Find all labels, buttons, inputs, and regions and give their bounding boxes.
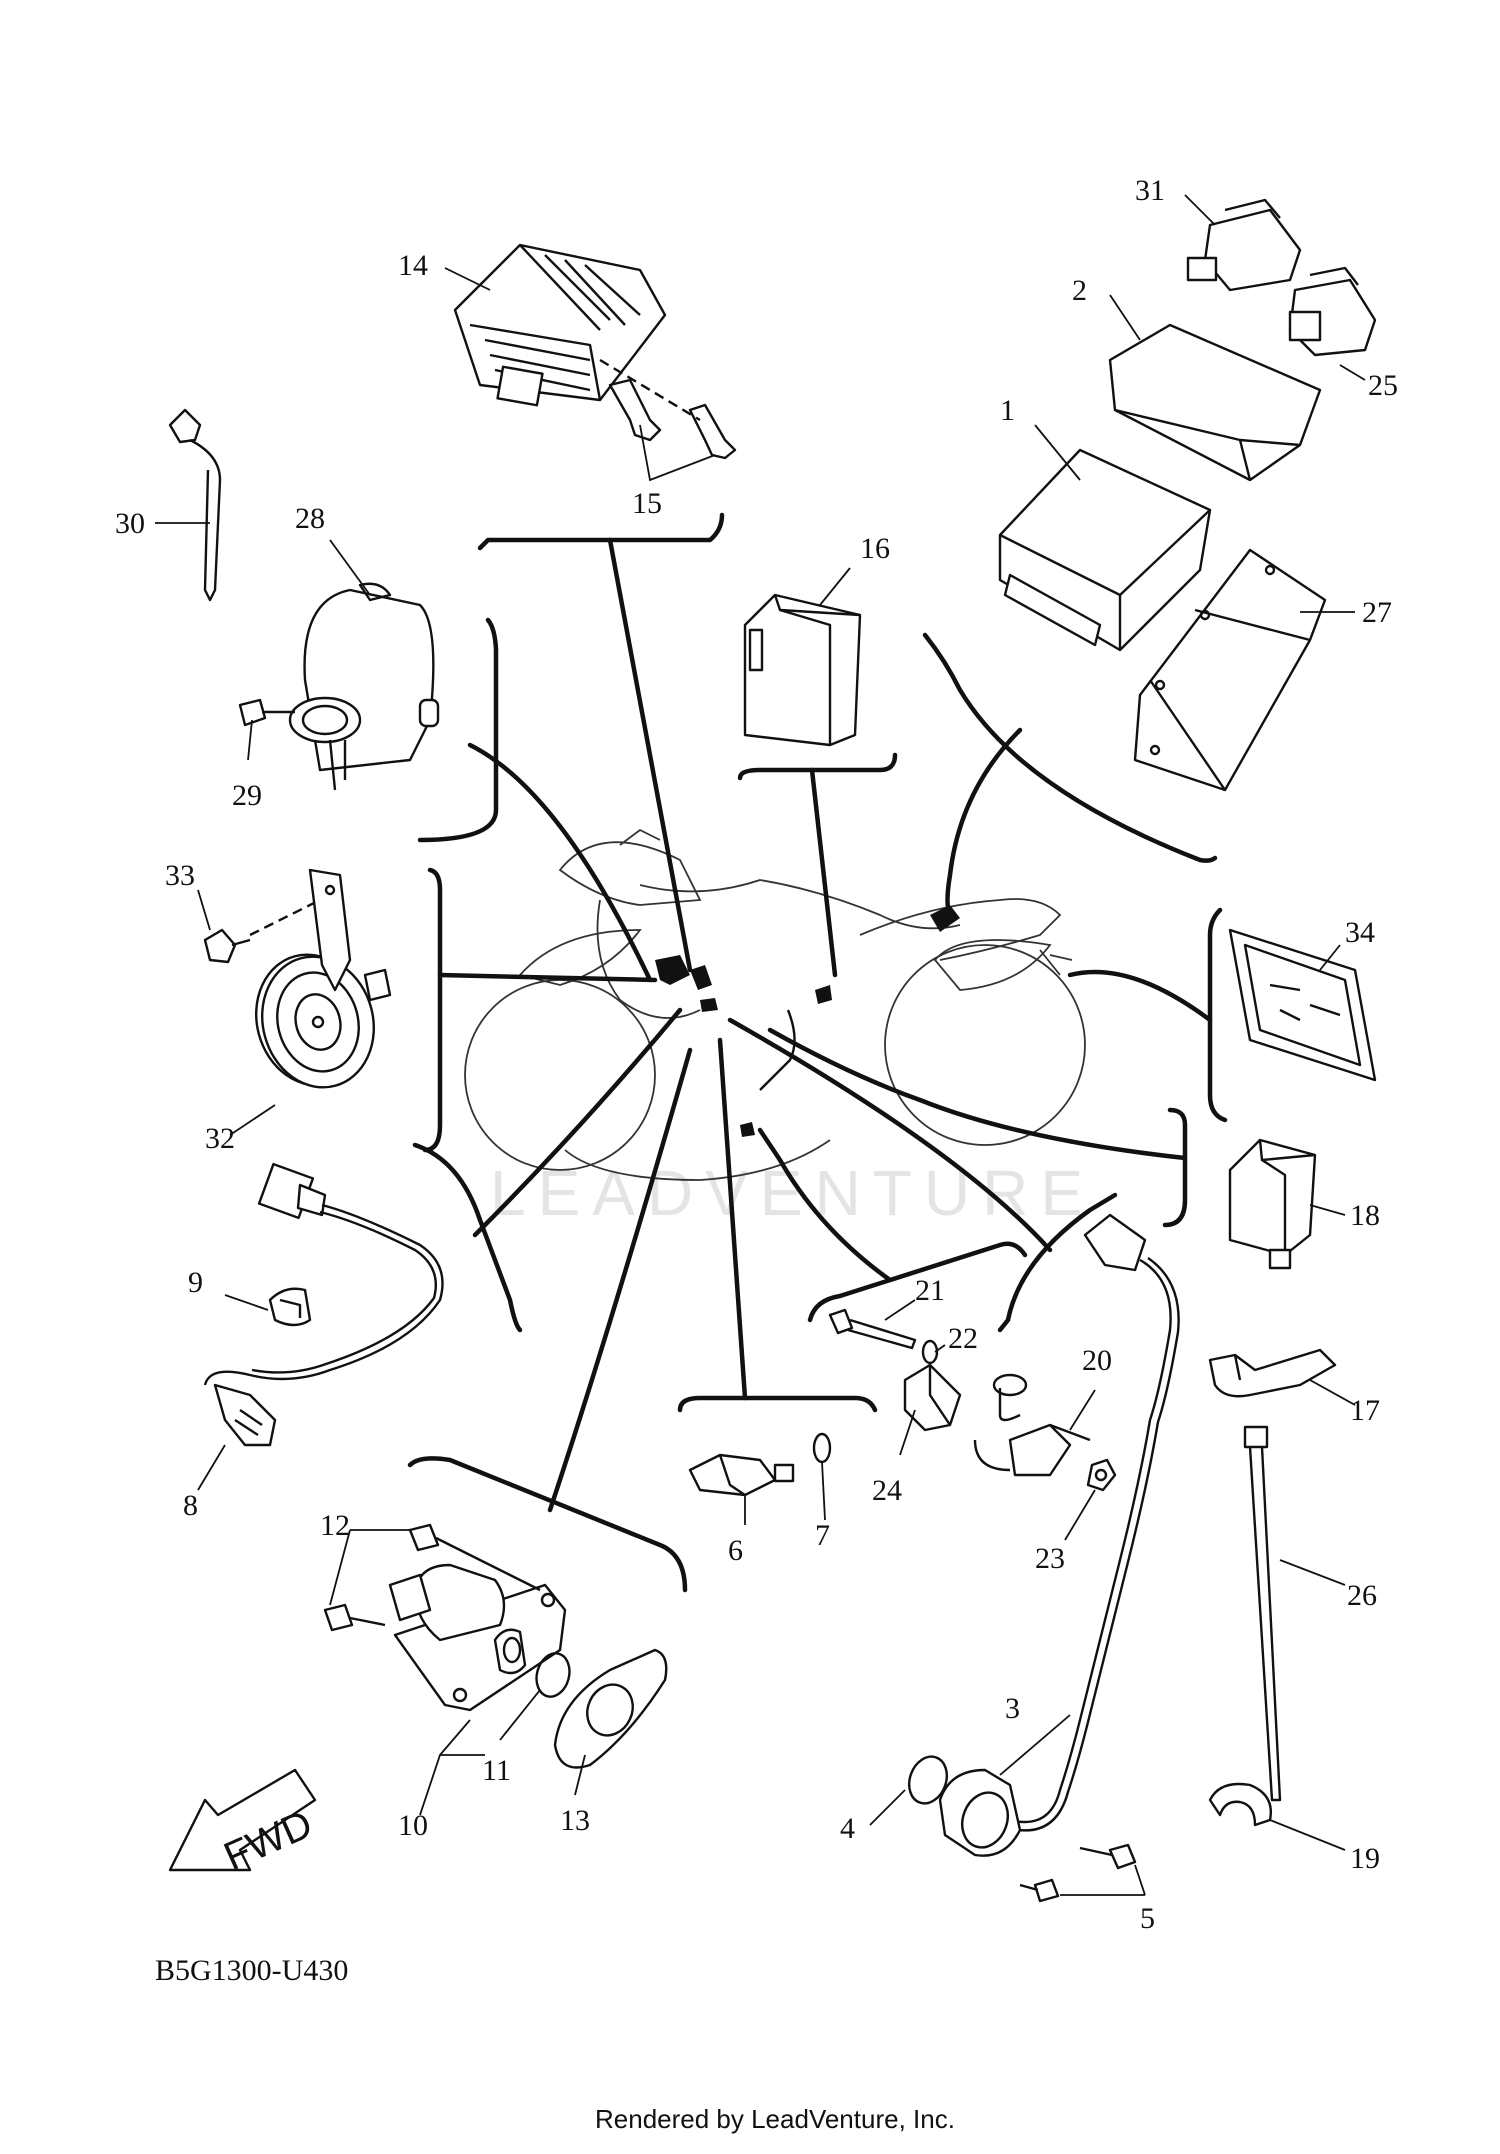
callout-3: 3 xyxy=(1005,1692,1020,1725)
callout-18: 18 xyxy=(1350,1199,1380,1232)
callout-32: 32 xyxy=(205,1122,235,1155)
callout-10: 10 xyxy=(398,1809,428,1842)
clip-9 xyxy=(268,1287,312,1327)
o-ring-11 xyxy=(535,1652,571,1698)
bolts-15 xyxy=(599,358,737,460)
horn xyxy=(254,868,392,1089)
callout-2: 2 xyxy=(1072,274,1087,307)
clamp-17 xyxy=(1208,1348,1337,1398)
callout-16: 16 xyxy=(860,532,890,565)
callout-24: 24 xyxy=(872,1474,902,1507)
screws-5 xyxy=(1019,1843,1137,1903)
washer-22 xyxy=(921,1339,939,1365)
washer-7 xyxy=(812,1432,832,1464)
callout-5: 5 xyxy=(1140,1902,1155,1935)
callout-21: 21 xyxy=(915,1274,945,1307)
callout-11: 11 xyxy=(482,1754,511,1787)
callout-31: 31 xyxy=(1135,174,1165,207)
callout-6: 6 xyxy=(728,1534,743,1567)
callout-27: 27 xyxy=(1362,596,1392,629)
relay-16 xyxy=(743,593,862,747)
callout-22: 22 xyxy=(948,1322,978,1355)
callout-13: 13 xyxy=(560,1804,590,1837)
screw-29 xyxy=(238,698,295,727)
callout-19: 19 xyxy=(1350,1842,1380,1875)
clip-19 xyxy=(1208,1782,1272,1827)
ecu-bracket xyxy=(1133,548,1327,792)
diagram-code: B5G1300-U430 xyxy=(155,1954,348,1987)
regulator-rectifier xyxy=(453,243,667,407)
o-ring-4 xyxy=(907,1755,949,1805)
callout-1: 1 xyxy=(1000,394,1015,427)
callout-9: 9 xyxy=(188,1266,203,1299)
bolt-21 xyxy=(828,1308,917,1350)
callout-33: 33 xyxy=(165,859,195,892)
callout-15: 15 xyxy=(632,487,662,520)
callout-30: 30 xyxy=(115,507,145,540)
nut-23 xyxy=(1086,1458,1117,1492)
callout-23: 23 xyxy=(1035,1542,1065,1575)
callout-14: 14 xyxy=(398,249,428,282)
bolt-33 xyxy=(203,893,331,964)
leader-lines xyxy=(155,194,1366,1896)
valve-10 xyxy=(388,1563,567,1712)
block-24 xyxy=(903,1363,962,1432)
callout-20: 20 xyxy=(1082,1344,1112,1377)
callout-4: 4 xyxy=(840,1812,855,1845)
cable-tie-30 xyxy=(168,408,222,602)
render-credit: Rendered by LeadVenture, Inc. xyxy=(595,2104,955,2134)
plate-34 xyxy=(1228,928,1377,1082)
callout-8: 8 xyxy=(183,1489,198,1522)
callout-26: 26 xyxy=(1347,1579,1377,1612)
callout-labels: 1 2 3 4 5 6 7 8 9 10 11 12 13 14 15 16 1… xyxy=(115,174,1398,1935)
sensor-8 xyxy=(203,1162,444,1447)
callout-7: 7 xyxy=(815,1519,830,1552)
sensor-20 xyxy=(973,1373,1091,1477)
callout-34: 34 xyxy=(1345,916,1375,949)
connector-25 xyxy=(1288,266,1377,357)
callout-28: 28 xyxy=(295,502,325,535)
ecu-cover xyxy=(1108,323,1322,482)
callout-29: 29 xyxy=(232,779,262,812)
cable-tie-26 xyxy=(1243,1425,1282,1802)
callout-12: 12 xyxy=(320,1509,350,1542)
relay-18 xyxy=(1228,1138,1317,1270)
sensor-3 xyxy=(938,1213,1180,1857)
forward-arrow: FWD xyxy=(168,1768,319,1879)
motorcycle-silhouette xyxy=(464,828,1086,1181)
callout-17: 17 xyxy=(1350,1394,1380,1427)
group-brackets xyxy=(407,512,1228,1593)
connector-31 xyxy=(1186,198,1302,292)
bolts-12 xyxy=(323,1523,541,1632)
callout-25: 25 xyxy=(1368,369,1398,402)
sensor-6 xyxy=(688,1453,795,1497)
ecu xyxy=(998,448,1212,652)
gasket-13 xyxy=(553,1648,668,1769)
component-28 xyxy=(288,582,440,791)
